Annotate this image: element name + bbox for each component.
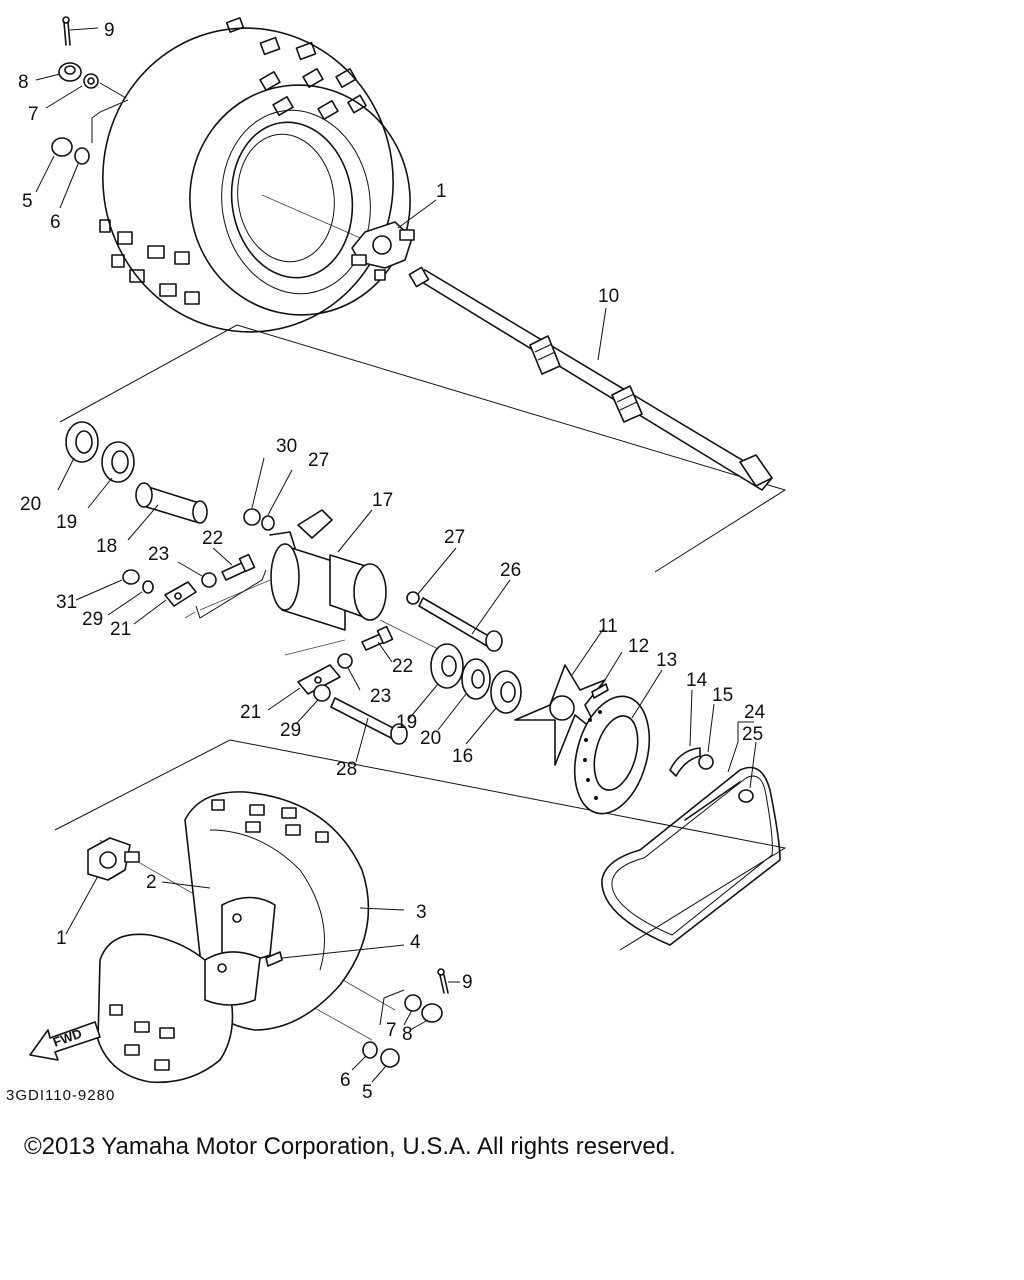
callout-4: 4 [410, 932, 421, 953]
lug-washer-6-lower [362, 1041, 378, 1059]
wheel-hub-lower [87, 837, 140, 881]
oil-seal-20 [65, 421, 99, 463]
washer-29-lower [313, 684, 331, 702]
lug-washer-upper [74, 147, 90, 165]
callout-19-lower: 19 [396, 712, 417, 733]
callout-28: 28 [336, 759, 357, 780]
callout-3: 3 [416, 902, 427, 923]
callout-27-upper: 27 [308, 450, 329, 471]
callout-20-lower: 20 [420, 728, 441, 749]
adjuster-21-upper [164, 581, 197, 607]
callout-23-upper: 23 [148, 544, 169, 565]
callout-7-upper: 7 [28, 104, 39, 125]
oil-seal-20-lower [461, 658, 491, 700]
wheel-rim-inner [221, 896, 276, 961]
callout-21-lower: 21 [240, 702, 261, 723]
callout-18: 18 [96, 536, 117, 557]
adjuster-21-lower [297, 664, 341, 695]
assembly-boundary-upper [59, 324, 787, 573]
callout-labels: 9 8 7 5 6 1 10 20 19 18 30 27 17 22 23 3… [18, 20, 766, 1103]
nut-31 [122, 569, 140, 585]
bolt-26 [418, 597, 503, 652]
callout-22-lower: 22 [392, 656, 413, 677]
callout-5-upper: 5 [22, 191, 33, 212]
washer-7-lower [404, 994, 422, 1012]
callout-29-upper: 29 [82, 609, 103, 630]
bolt-28 [330, 697, 408, 745]
callout-29-lower: 29 [280, 720, 301, 741]
washer-29-upper [142, 580, 154, 594]
callout-9-upper: 9 [104, 20, 115, 41]
lug-nut-upper [51, 137, 73, 157]
nut-15 [698, 754, 714, 770]
callout-26: 26 [500, 560, 521, 581]
wheel-hub-upper [351, 221, 415, 281]
callout-10: 10 [598, 286, 619, 307]
callout-20-upper: 20 [20, 494, 41, 515]
rear-sprocket [573, 695, 651, 815]
callout-25: 25 [742, 724, 763, 745]
callout-21-upper: 21 [110, 619, 131, 640]
callout-19-upper: 19 [56, 512, 77, 533]
callout-8-lower: 8 [402, 1024, 413, 1045]
callout-17: 17 [372, 490, 393, 511]
callout-2: 2 [146, 872, 157, 893]
cotter-pin-upper [62, 16, 71, 46]
castle-nut-upper [58, 62, 82, 82]
lock-washer-14 [669, 747, 701, 777]
washer-upper [83, 73, 99, 89]
callout-13: 13 [656, 650, 677, 671]
callout-16: 16 [452, 746, 473, 767]
copyright-notice: ©2013 Yamaha Motor Corporation, U.S.A. A… [24, 1133, 676, 1160]
bolt-22-lower [361, 625, 394, 651]
callout-11: 11 [598, 616, 618, 637]
castle-nut-8-lower [421, 1003, 443, 1023]
callout-6-lower: 6 [340, 1070, 351, 1091]
cotter-pin-lower [437, 968, 449, 994]
spacer-18 [135, 482, 208, 524]
nut-23-upper [201, 572, 217, 588]
master-link-25 [738, 789, 754, 803]
bearing-19 [101, 441, 135, 483]
drawing-code: 3GDI110-9280 [6, 1087, 115, 1104]
callout-5-lower: 5 [362, 1082, 373, 1103]
nut-23-lower [337, 653, 353, 669]
leader-lines [35, 27, 757, 1083]
callout-1-lower: 1 [56, 928, 67, 949]
callout-9-lower: 9 [462, 972, 473, 993]
bolt-22-upper [221, 553, 256, 581]
callout-27-lower: 27 [444, 527, 465, 548]
axle-housing [269, 509, 387, 631]
callout-14: 14 [686, 670, 708, 691]
sprocket-hub [514, 664, 606, 766]
callout-15: 15 [712, 685, 733, 706]
callout-23-lower: 23 [370, 686, 391, 707]
drive-chain [601, 766, 781, 946]
lug-nut-5-lower [380, 1048, 400, 1068]
forward-arrow-icon: FWD [29, 1021, 101, 1061]
exploded-parts-diagram: FWD [6, 16, 787, 1104]
rear-tire-upper [99, 17, 411, 333]
tread-blocks-upper [99, 17, 367, 305]
callout-8-upper: 8 [18, 72, 29, 93]
wheel-rim-outer [204, 951, 261, 1006]
callout-7-lower: 7 [386, 1020, 397, 1041]
tread-blocks-lower [109, 799, 329, 1071]
oil-seal-16 [490, 670, 522, 714]
bearing-19-lower [430, 643, 464, 689]
callout-30: 30 [276, 436, 297, 457]
wheel-stud-4 [265, 951, 283, 967]
callout-24: 24 [744, 702, 766, 723]
callout-6-upper: 6 [50, 212, 61, 233]
rear-axle [408, 266, 773, 491]
callout-1-upper: 1 [436, 181, 447, 202]
assembly-boundary-lower [54, 739, 787, 951]
washer-27-lower [406, 591, 420, 605]
callout-31: 31 [56, 592, 77, 613]
washer-27-upper [261, 515, 275, 531]
callout-12: 12 [628, 636, 649, 657]
callout-22-upper: 22 [202, 528, 223, 549]
nut-30 [243, 508, 261, 526]
